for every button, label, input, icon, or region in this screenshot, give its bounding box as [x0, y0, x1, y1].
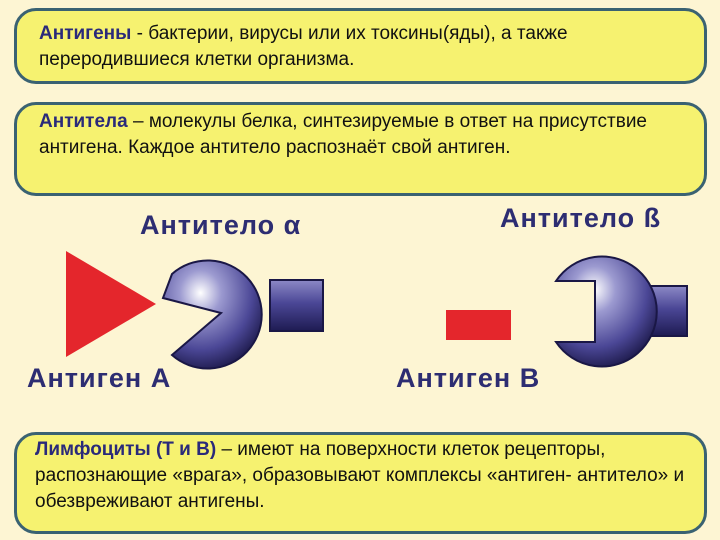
- antigens-definition-box: Антигены - бактерии, вирусы или их токси…: [14, 8, 707, 84]
- antigens-term: Антигены: [39, 23, 132, 44]
- lymphocytes-term: Лимфоциты (Т и В): [35, 439, 217, 460]
- antibody-beta-shape: [554, 255, 688, 368]
- antigen-a-triangle: [66, 251, 156, 357]
- antibody-alpha-shape: [161, 259, 324, 370]
- lymphocytes-definition-box: Лимфоциты (Т и В) – имеют на поверхности…: [14, 432, 707, 534]
- antibody-alpha-label: Антитело α: [140, 210, 302, 240]
- lymphocytes-text: – имеют на поверхности клеток рецепторы,…: [35, 439, 685, 512]
- antibodies-term: Антитела: [39, 111, 128, 132]
- antibodies-text: – молекулы белка, синтезируемые в ответ …: [39, 111, 648, 158]
- antibody-beta-label: Антитело ß: [500, 203, 662, 233]
- antigen-a-label: Антиген А: [27, 363, 172, 393]
- antigen-b-rectangle: [446, 310, 511, 340]
- antigens-text: - бактерии, вирусы или их токсины(яды), …: [39, 23, 568, 70]
- antibodies-definition-box: Антитела – молекулы белка, синтезируемые…: [14, 102, 707, 196]
- antigen-b-label: Антиген В: [396, 363, 541, 393]
